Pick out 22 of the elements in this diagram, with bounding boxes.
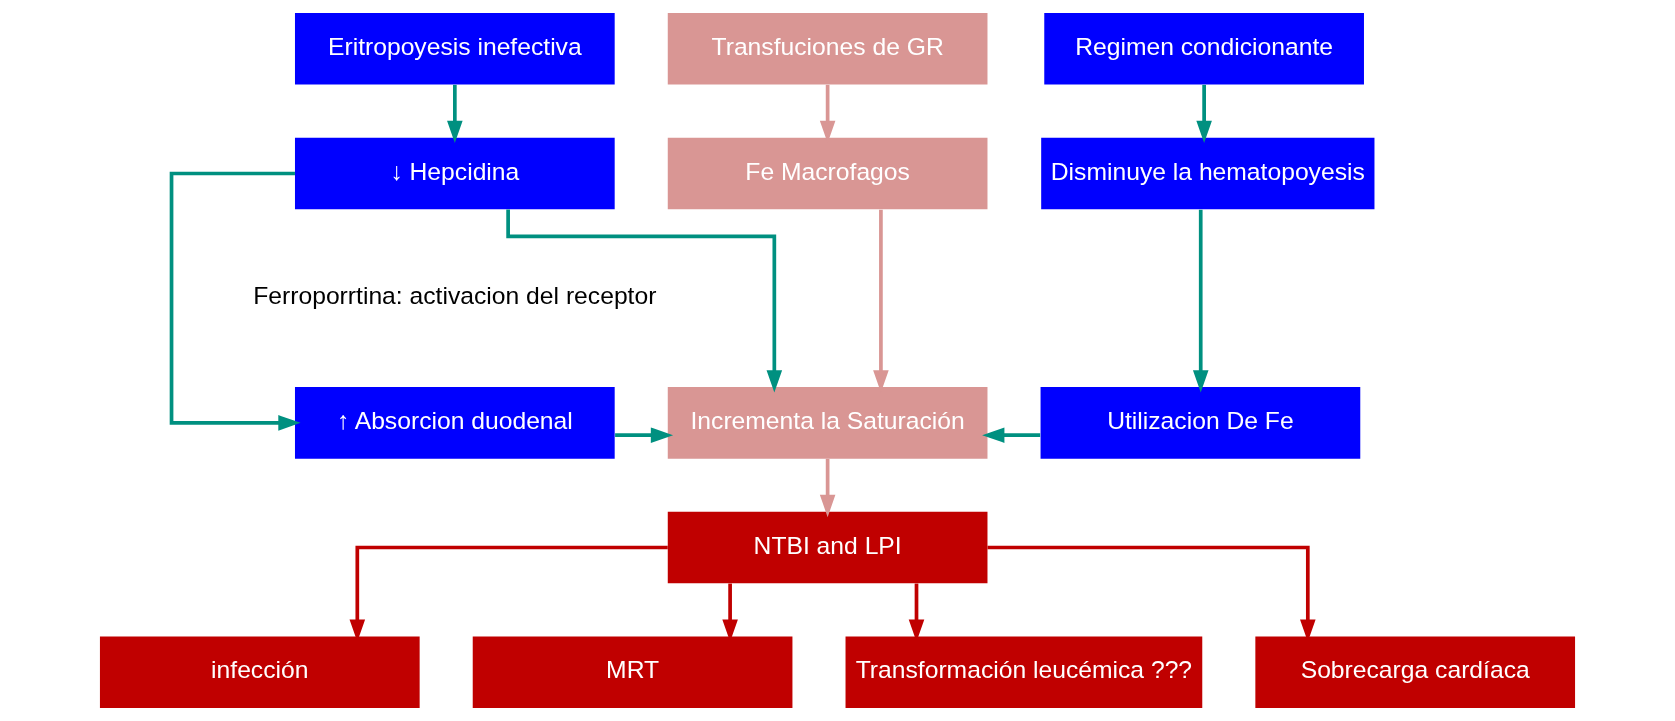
arrow bbox=[1192, 209, 1209, 393]
arrow bbox=[169, 171, 301, 431]
node-box: Incrementa la Saturación bbox=[667, 387, 988, 459]
node-box: NTBI and LPI bbox=[667, 511, 988, 584]
node-box: ↑ Absorcion duodenal bbox=[295, 387, 615, 459]
node-box: Utilizacion De Fe bbox=[1040, 387, 1361, 459]
node-box: Disminuye la hematopoyesis bbox=[1041, 137, 1375, 210]
node-box: MRT bbox=[472, 636, 793, 708]
node-box: Transfuciones de GR bbox=[667, 13, 988, 85]
node-box: Eritropoyesis inefectiva bbox=[295, 13, 615, 85]
arrow bbox=[615, 427, 674, 443]
node-box: Regimen condicionante bbox=[1044, 13, 1364, 85]
arrow bbox=[982, 427, 1041, 443]
arrow bbox=[1196, 84, 1212, 144]
node-box: Transformación leucémica ??? bbox=[845, 636, 1203, 708]
label: Ferroporrtina: activacion del receptor bbox=[253, 282, 657, 310]
arrow bbox=[819, 458, 836, 518]
node-box: Sobrecarga cardíaca bbox=[1255, 636, 1576, 708]
node-box: infección bbox=[99, 636, 420, 708]
arrow bbox=[447, 84, 463, 144]
node-box: ↓ Hepcidina bbox=[295, 137, 615, 210]
node-box: Fe Macrofagos bbox=[667, 137, 988, 210]
